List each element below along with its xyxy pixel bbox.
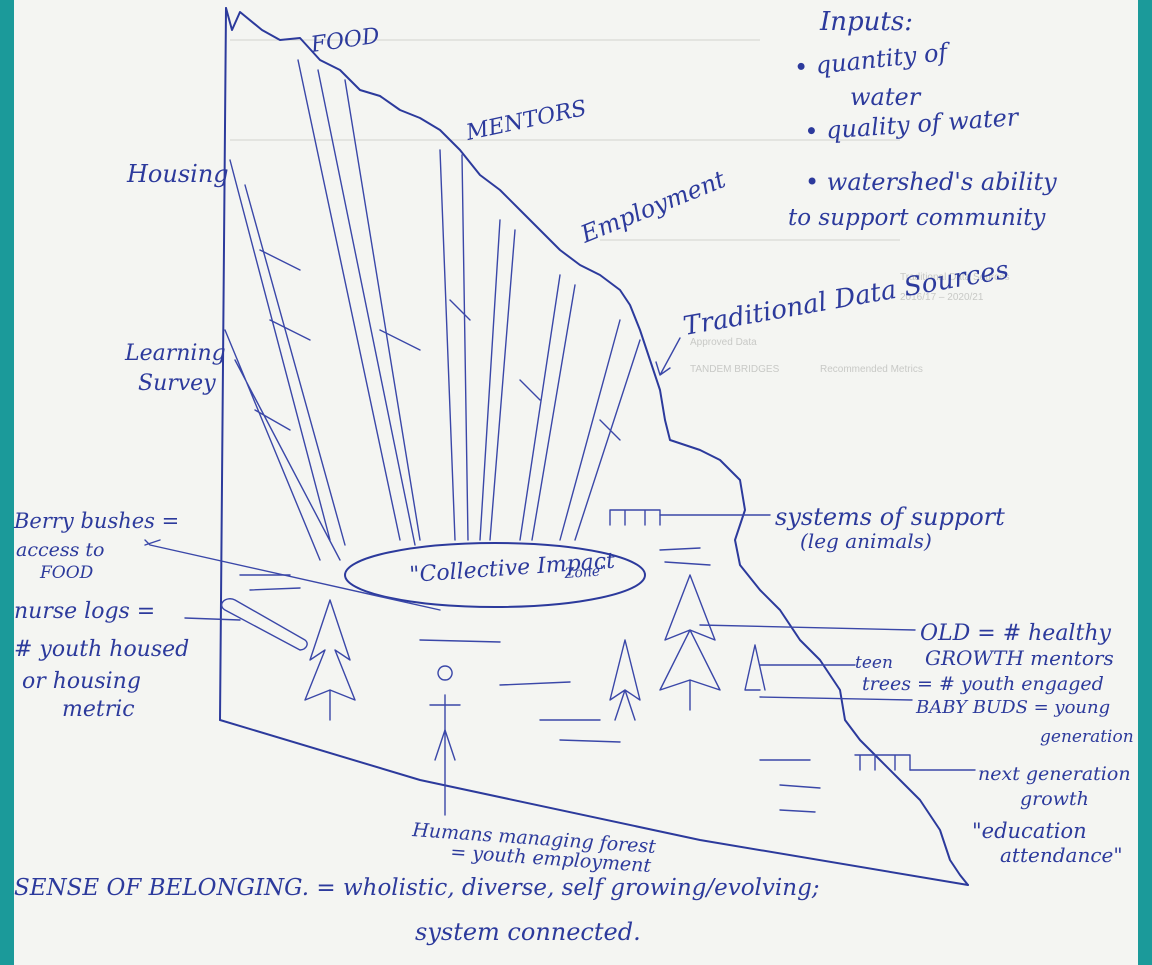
inputs-title: Inputs:	[819, 7, 913, 37]
inputs-item-4: • watershed's ability	[805, 168, 1057, 196]
label-learning-1: Learning	[124, 341, 226, 366]
label-berry-bushes: Berry bushes =	[13, 509, 179, 533]
footer-line-1: SENSE OF BELONGING. = wholistic, diverse…	[14, 875, 820, 901]
label-leg-animals: (leg animals)	[800, 529, 932, 553]
inputs-item-2: water	[850, 83, 922, 111]
label-employment: Employment	[576, 165, 730, 249]
label-baby-generation: generation	[1040, 727, 1134, 747]
label-housing: Housing	[126, 160, 229, 188]
ghost-text: Recommended Metrics	[820, 364, 923, 375]
ground-strokes	[240, 548, 820, 812]
label-education: "education	[972, 819, 1087, 843]
label-access-to: access to	[16, 539, 104, 561]
nurse-log	[222, 599, 307, 650]
footer-line-2: system connected.	[415, 918, 641, 946]
label-growth: growth	[1020, 788, 1089, 810]
label-baby-buds: BABY BUDS = young	[915, 697, 1110, 718]
ghost-text: TANDEM BRIDGES	[690, 364, 780, 375]
label-nurse-logs: nurse logs =	[14, 599, 155, 624]
label-teen: teen	[855, 653, 893, 673]
pine-trees	[305, 575, 765, 720]
inputs-note: Inputs: • quantity of water • quality of…	[788, 7, 1057, 231]
label-food: FOOD	[308, 24, 381, 59]
radiating-trees	[225, 60, 640, 560]
label-systems-of-support: systems of support	[775, 503, 1005, 531]
label-old-growth-2: GROWTH mentors	[925, 646, 1114, 670]
label-youth-housed: # youth housed	[14, 637, 189, 662]
inputs-item-1: • quantity of	[793, 38, 953, 82]
label-metric: metric	[62, 697, 135, 722]
label-teen-trees: trees = # youth engaged	[862, 673, 1104, 695]
label-collective-zone: Zone"	[563, 563, 607, 582]
inputs-item-5: to support community	[788, 205, 1046, 231]
leg-animal	[610, 510, 660, 525]
label-or-housing: or housing	[22, 669, 141, 694]
label-old-growth-1: OLD = # healthy	[920, 621, 1111, 646]
label-attendance: attendance"	[1000, 843, 1123, 867]
label-next-generation: next generation	[978, 763, 1131, 785]
label-mentors: MENTORS	[463, 96, 589, 146]
label-berry-food: FOOD	[39, 563, 94, 583]
label-learning-2: Survey	[138, 371, 216, 396]
